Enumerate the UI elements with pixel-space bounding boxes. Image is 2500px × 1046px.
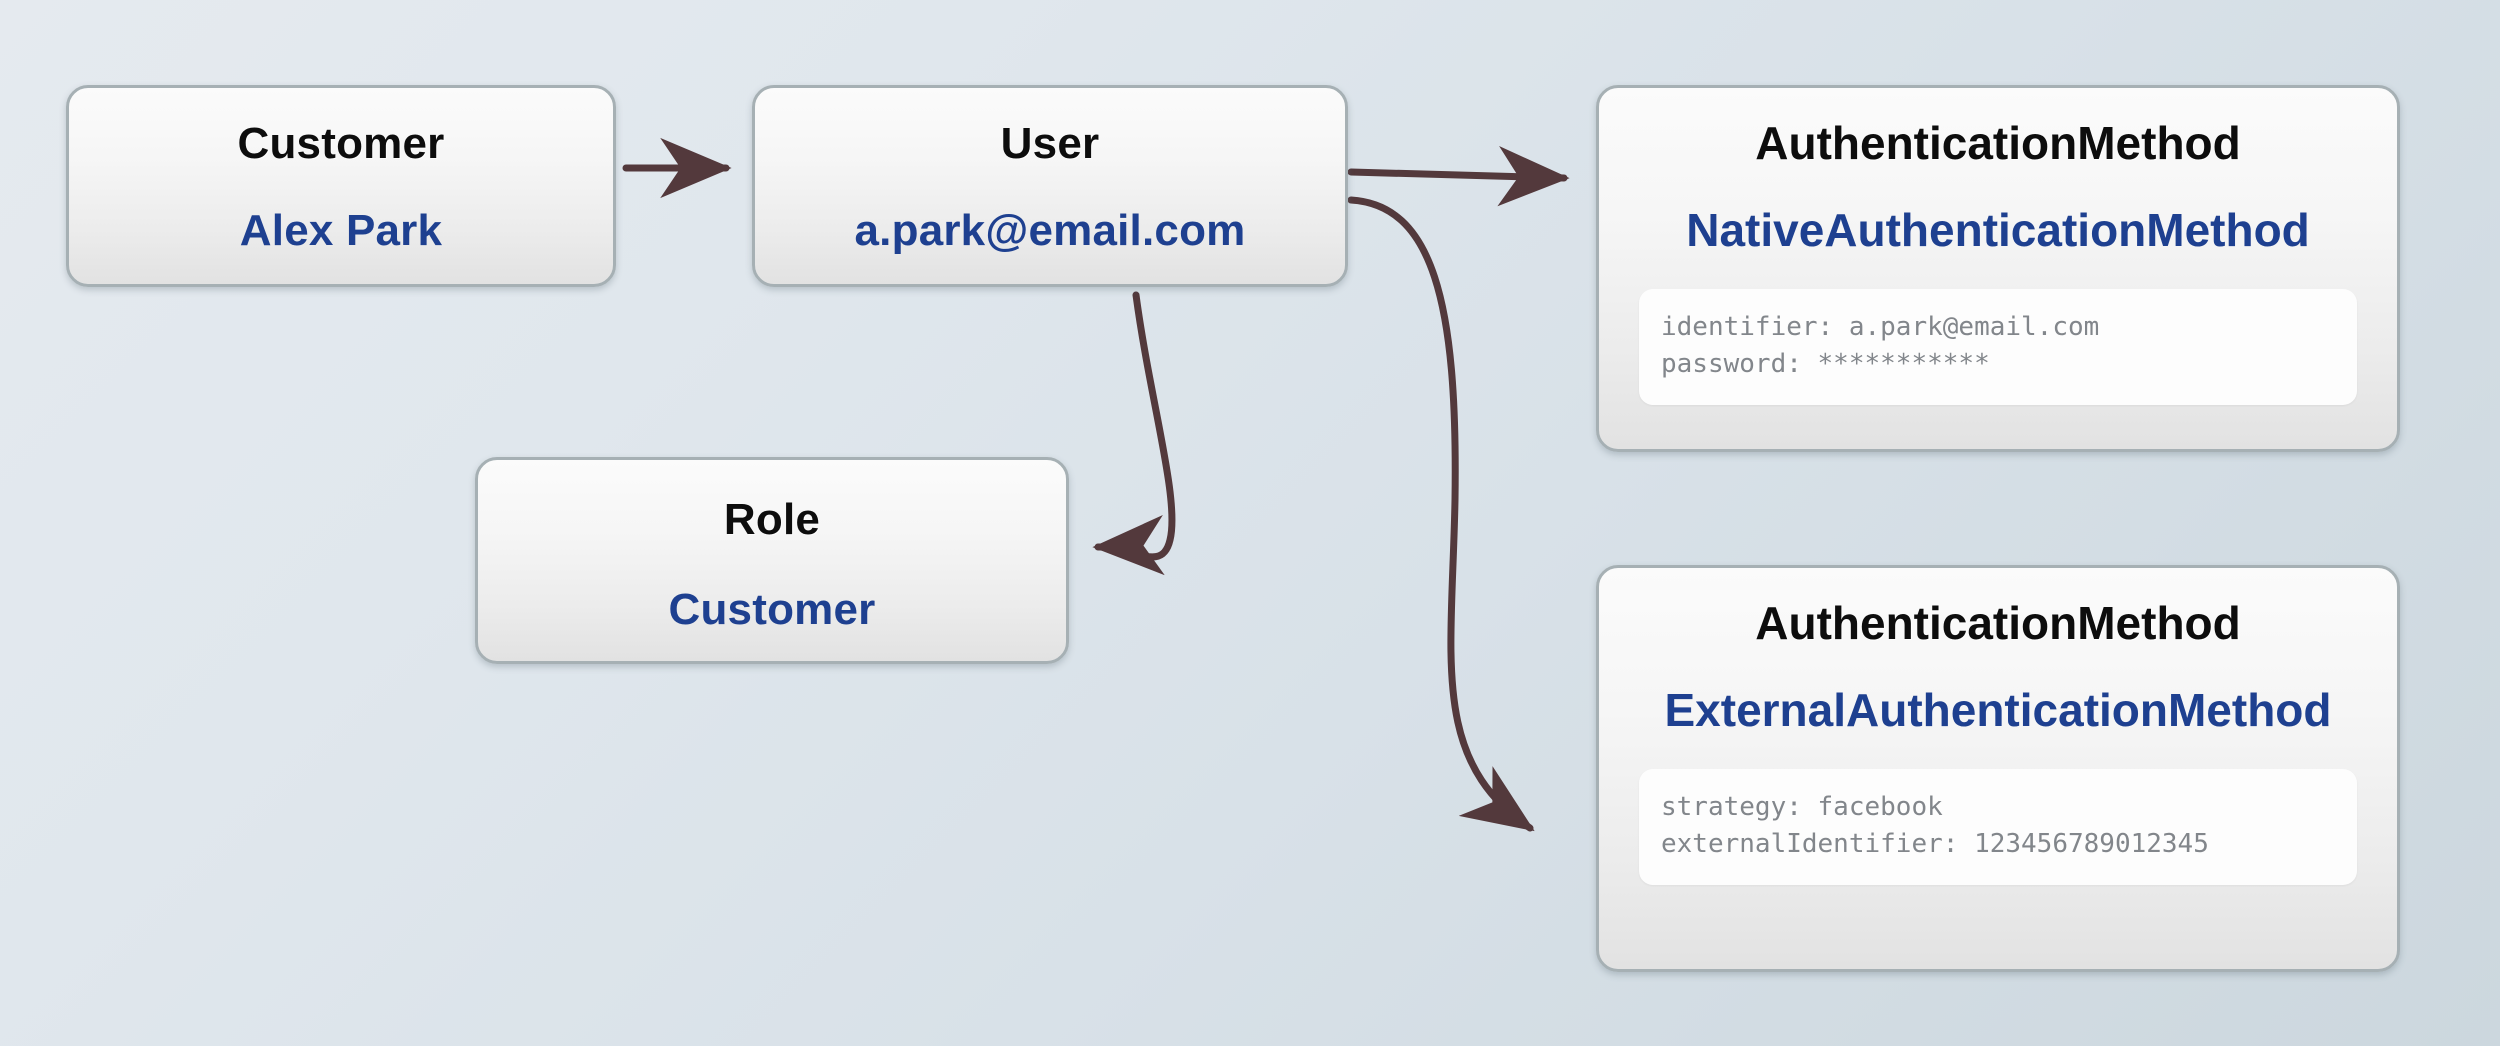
node-user-type: User — [1000, 119, 1100, 168]
node-auth-native-type: AuthenticationMethod — [1755, 117, 2241, 169]
node-role-value: Customer — [668, 585, 876, 634]
node-user[interactable]: User a.park@email.com — [752, 85, 1348, 287]
node-customer[interactable]: Customer Alex Park — [66, 85, 616, 287]
arrow-user-to-external-auth — [1347, 196, 1535, 832]
node-customer-value: Alex Park — [239, 206, 443, 255]
node-auth-external-type: AuthenticationMethod — [1755, 597, 2241, 649]
node-auth-external-value: ExternalAuthenticationMethod — [1664, 684, 2332, 736]
node-role[interactable]: Role Customer — [475, 457, 1069, 664]
node-authentication-method-native[interactable]: AuthenticationMethod NativeAuthenticatio… — [1596, 85, 2400, 452]
node-auth-native-properties: identifier: a.park@email.com password: *… — [1639, 289, 2357, 405]
node-auth-external-properties: strategy: facebook externalIdentifier: 1… — [1639, 769, 2357, 885]
node-customer-type: Customer — [237, 119, 445, 168]
arrow-user-to-role — [1092, 291, 1176, 576]
node-auth-native-value: NativeAuthenticationMethod — [1686, 204, 2310, 256]
node-authentication-method-external[interactable]: AuthenticationMethod ExternalAuthenticat… — [1596, 565, 2400, 972]
node-user-value: a.park@email.com — [854, 206, 1246, 255]
node-role-type: Role — [723, 495, 821, 544]
arrow-user-to-native-auth — [1347, 146, 1570, 207]
